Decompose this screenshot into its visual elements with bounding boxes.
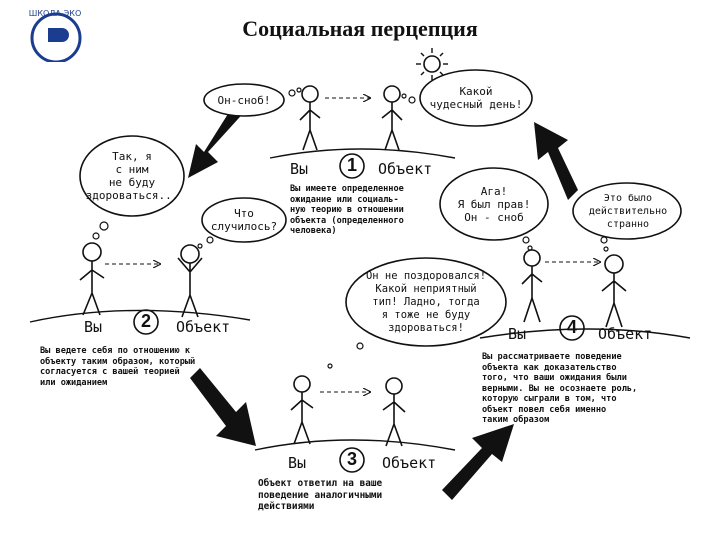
bubble-line: Я был прав!	[457, 198, 531, 211]
label-you-1: Вы	[290, 160, 309, 178]
page-title: Социальная перцепция	[242, 16, 478, 41]
bubble-not-greet	[79, 135, 185, 217]
ground-line-1	[269, 148, 456, 159]
bubble-line: Так, я	[112, 150, 152, 163]
figure-object-1	[381, 85, 403, 151]
bubble-was-obvious	[572, 182, 682, 240]
step-2-caption: Вы ведете себя по отношению к объекту та…	[40, 346, 250, 388]
caption-line: ную теорию в отношении	[290, 205, 404, 215]
big-arrow-bottom-right	[442, 424, 514, 500]
figure-you-1	[299, 85, 321, 151]
bubble-line: Что	[234, 207, 254, 220]
step-3-caption: Объект ответил на ваше поведение аналоги…	[258, 478, 458, 513]
step-4-caption: Вы рассматриваете поведение объекта как …	[482, 352, 694, 426]
bubble-line: Какой	[459, 85, 493, 98]
bubble-wonderful-day	[419, 69, 533, 127]
bubble-text-not-greet: Так, я с ним не буду здороваться...	[84, 150, 180, 202]
caption-line: Вы ведете себя по отношению к	[40, 346, 191, 356]
label-you-3: Вы	[288, 454, 307, 472]
bubble-line: не буду	[108, 176, 156, 189]
figure-object-3	[382, 377, 406, 447]
bubble-text-he-didnt: Он не поздоровался! Какой неприятный тип…	[354, 270, 498, 335]
label-object-3: Объект	[382, 454, 437, 472]
ground-line-2	[29, 309, 251, 323]
figure-object-4	[601, 254, 627, 328]
caption-line: объекту таким образом, который	[40, 356, 196, 367]
figure-you-2	[79, 242, 105, 316]
bubble-text-what-happens: Что случилось?	[204, 207, 284, 233]
bubble-line: тип! Ладно, тогда	[372, 296, 480, 308]
caption-line: ожидание или социаль-	[290, 194, 399, 205]
bubble-line: Какой неприятный	[375, 283, 477, 295]
caption-line: таким образом	[482, 415, 550, 425]
bubble-text-on-snob: Он-сноб!	[217, 94, 271, 107]
figure-you-3	[290, 375, 314, 445]
figure-you-4	[521, 249, 543, 323]
bubble-aha	[439, 167, 549, 241]
ground-line-4	[479, 328, 691, 339]
bubble-on-snob	[203, 83, 285, 117]
figure-object-2	[177, 244, 203, 318]
bubble-he-didnt	[345, 257, 507, 347]
caption-line: поведение аналогичными	[258, 489, 383, 501]
big-arrow-top-right	[534, 122, 578, 200]
caption-line: действиями	[258, 501, 315, 512]
sun-icon	[416, 48, 448, 80]
bubble-line: с ним	[115, 163, 149, 176]
bubble-line: Это было	[603, 193, 653, 204]
caption-line: Объект ответил на ваше	[258, 478, 383, 489]
caption-line: того, что ваши ожидания были	[482, 373, 627, 383]
school-logo: ШКОЛА-ЭКО	[22, 4, 88, 64]
caption-line: человека)	[290, 226, 337, 236]
logo-text: ШКОЛА-ЭКО	[29, 9, 81, 18]
step-4-number: 4	[566, 317, 577, 337]
bubble-line: действительно	[588, 206, 668, 217]
bubble-line: здороваться...	[85, 189, 179, 202]
caption-line: которую сыграли в том, что	[482, 394, 617, 404]
big-arrow-top-left	[188, 98, 248, 178]
bubble-line: Ага!	[480, 185, 508, 198]
step-2-number: 2	[140, 311, 151, 331]
label-you-4: Вы	[508, 325, 527, 343]
bubble-line: странно	[606, 219, 650, 230]
ground-line-3	[254, 439, 456, 451]
step-1-number: 1	[346, 155, 357, 175]
step-3-circle	[339, 447, 365, 473]
bubble-line: Он - сноб	[464, 211, 524, 224]
bubble-text-wonderful-day: Какой чудесный день!	[424, 85, 528, 111]
step-1-circle	[339, 153, 365, 179]
bubble-text-was-obvious: Это было действительно странно	[578, 192, 678, 231]
bubble-text-aha: Ага! Я был прав! Он - сноб	[446, 185, 542, 224]
step-2-circle	[133, 309, 159, 335]
bubble-line: чудесный день!	[429, 98, 523, 111]
step-1-caption: Вы имеете определенное ожидание или соци…	[290, 184, 440, 237]
caption-line: согласуется с вашей теорией	[40, 367, 180, 377]
caption-line: верными. Вы не осознаете роль,	[482, 383, 638, 394]
caption-line: или ожиданием	[40, 377, 108, 388]
label-object-4: Объект	[598, 325, 653, 343]
figures	[79, 85, 627, 447]
bubble-line: здороваться!	[388, 322, 464, 334]
caption-line: объекта как доказательство	[482, 362, 617, 373]
caption-line: Вы имеете определенное	[290, 184, 404, 194]
bubble-line: Он не поздоровался!	[365, 270, 487, 282]
label-object-2: Объект	[176, 318, 231, 336]
big-arrow-bottom-left	[190, 368, 256, 446]
caption-line: Вы рассматриваете поведение	[482, 352, 622, 362]
caption-line: объекта (определенного	[290, 215, 404, 226]
bubble-what-happens	[201, 197, 287, 243]
step-4-circle	[559, 315, 585, 341]
label-you-2: Вы	[84, 318, 103, 336]
bubble-line: случилось?	[210, 220, 278, 233]
caption-line: объект повел себя именно	[482, 404, 607, 415]
label-object-1: Объект	[378, 160, 433, 178]
step-3-number: 3	[346, 449, 357, 469]
bubble-line: я тоже не буду	[381, 309, 471, 321]
